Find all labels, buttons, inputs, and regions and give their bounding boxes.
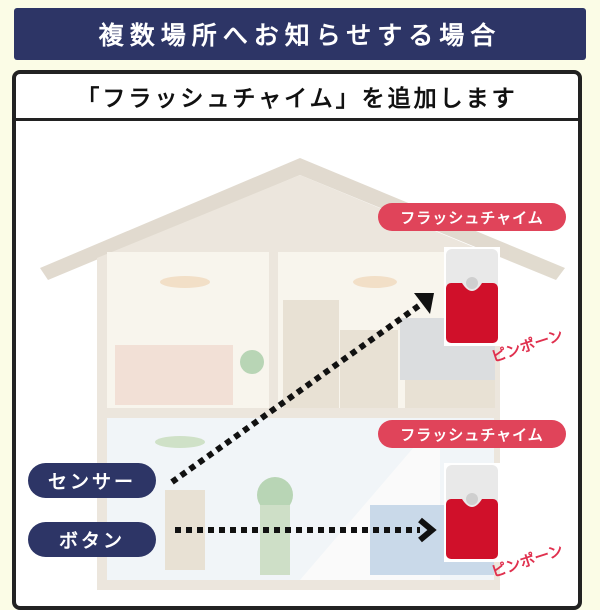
receiver-label-lower: フラッシュチャイム bbox=[378, 420, 566, 448]
plant-stand bbox=[260, 505, 290, 575]
arrow-head-icon bbox=[418, 517, 437, 543]
dresser bbox=[340, 330, 398, 408]
sender-label-sensor: センサー bbox=[28, 463, 156, 498]
page-title: 複数場所へお知らせする場合 bbox=[14, 8, 586, 60]
ceiling-lamp bbox=[353, 276, 397, 288]
signal-arrows bbox=[170, 293, 437, 543]
arrow-head-icon bbox=[414, 293, 434, 314]
plant bbox=[240, 350, 264, 374]
sender-label-button: ボタン bbox=[28, 522, 156, 557]
bed bbox=[115, 345, 233, 405]
door bbox=[283, 300, 339, 408]
ceiling-lamp bbox=[155, 436, 205, 448]
tv-stand bbox=[405, 380, 495, 408]
flash-chime-icon bbox=[444, 463, 500, 562]
plant bbox=[257, 477, 293, 513]
house bbox=[40, 158, 565, 590]
arrow-sensor-to-upper-chime bbox=[170, 302, 422, 485]
ceiling-lamp bbox=[160, 276, 210, 288]
flash-chime-icon bbox=[444, 247, 500, 346]
panel-heading: 「フラッシュチャイム」を追加します bbox=[16, 74, 578, 121]
receiver-label-upper: フラッシュチャイム bbox=[378, 203, 566, 231]
